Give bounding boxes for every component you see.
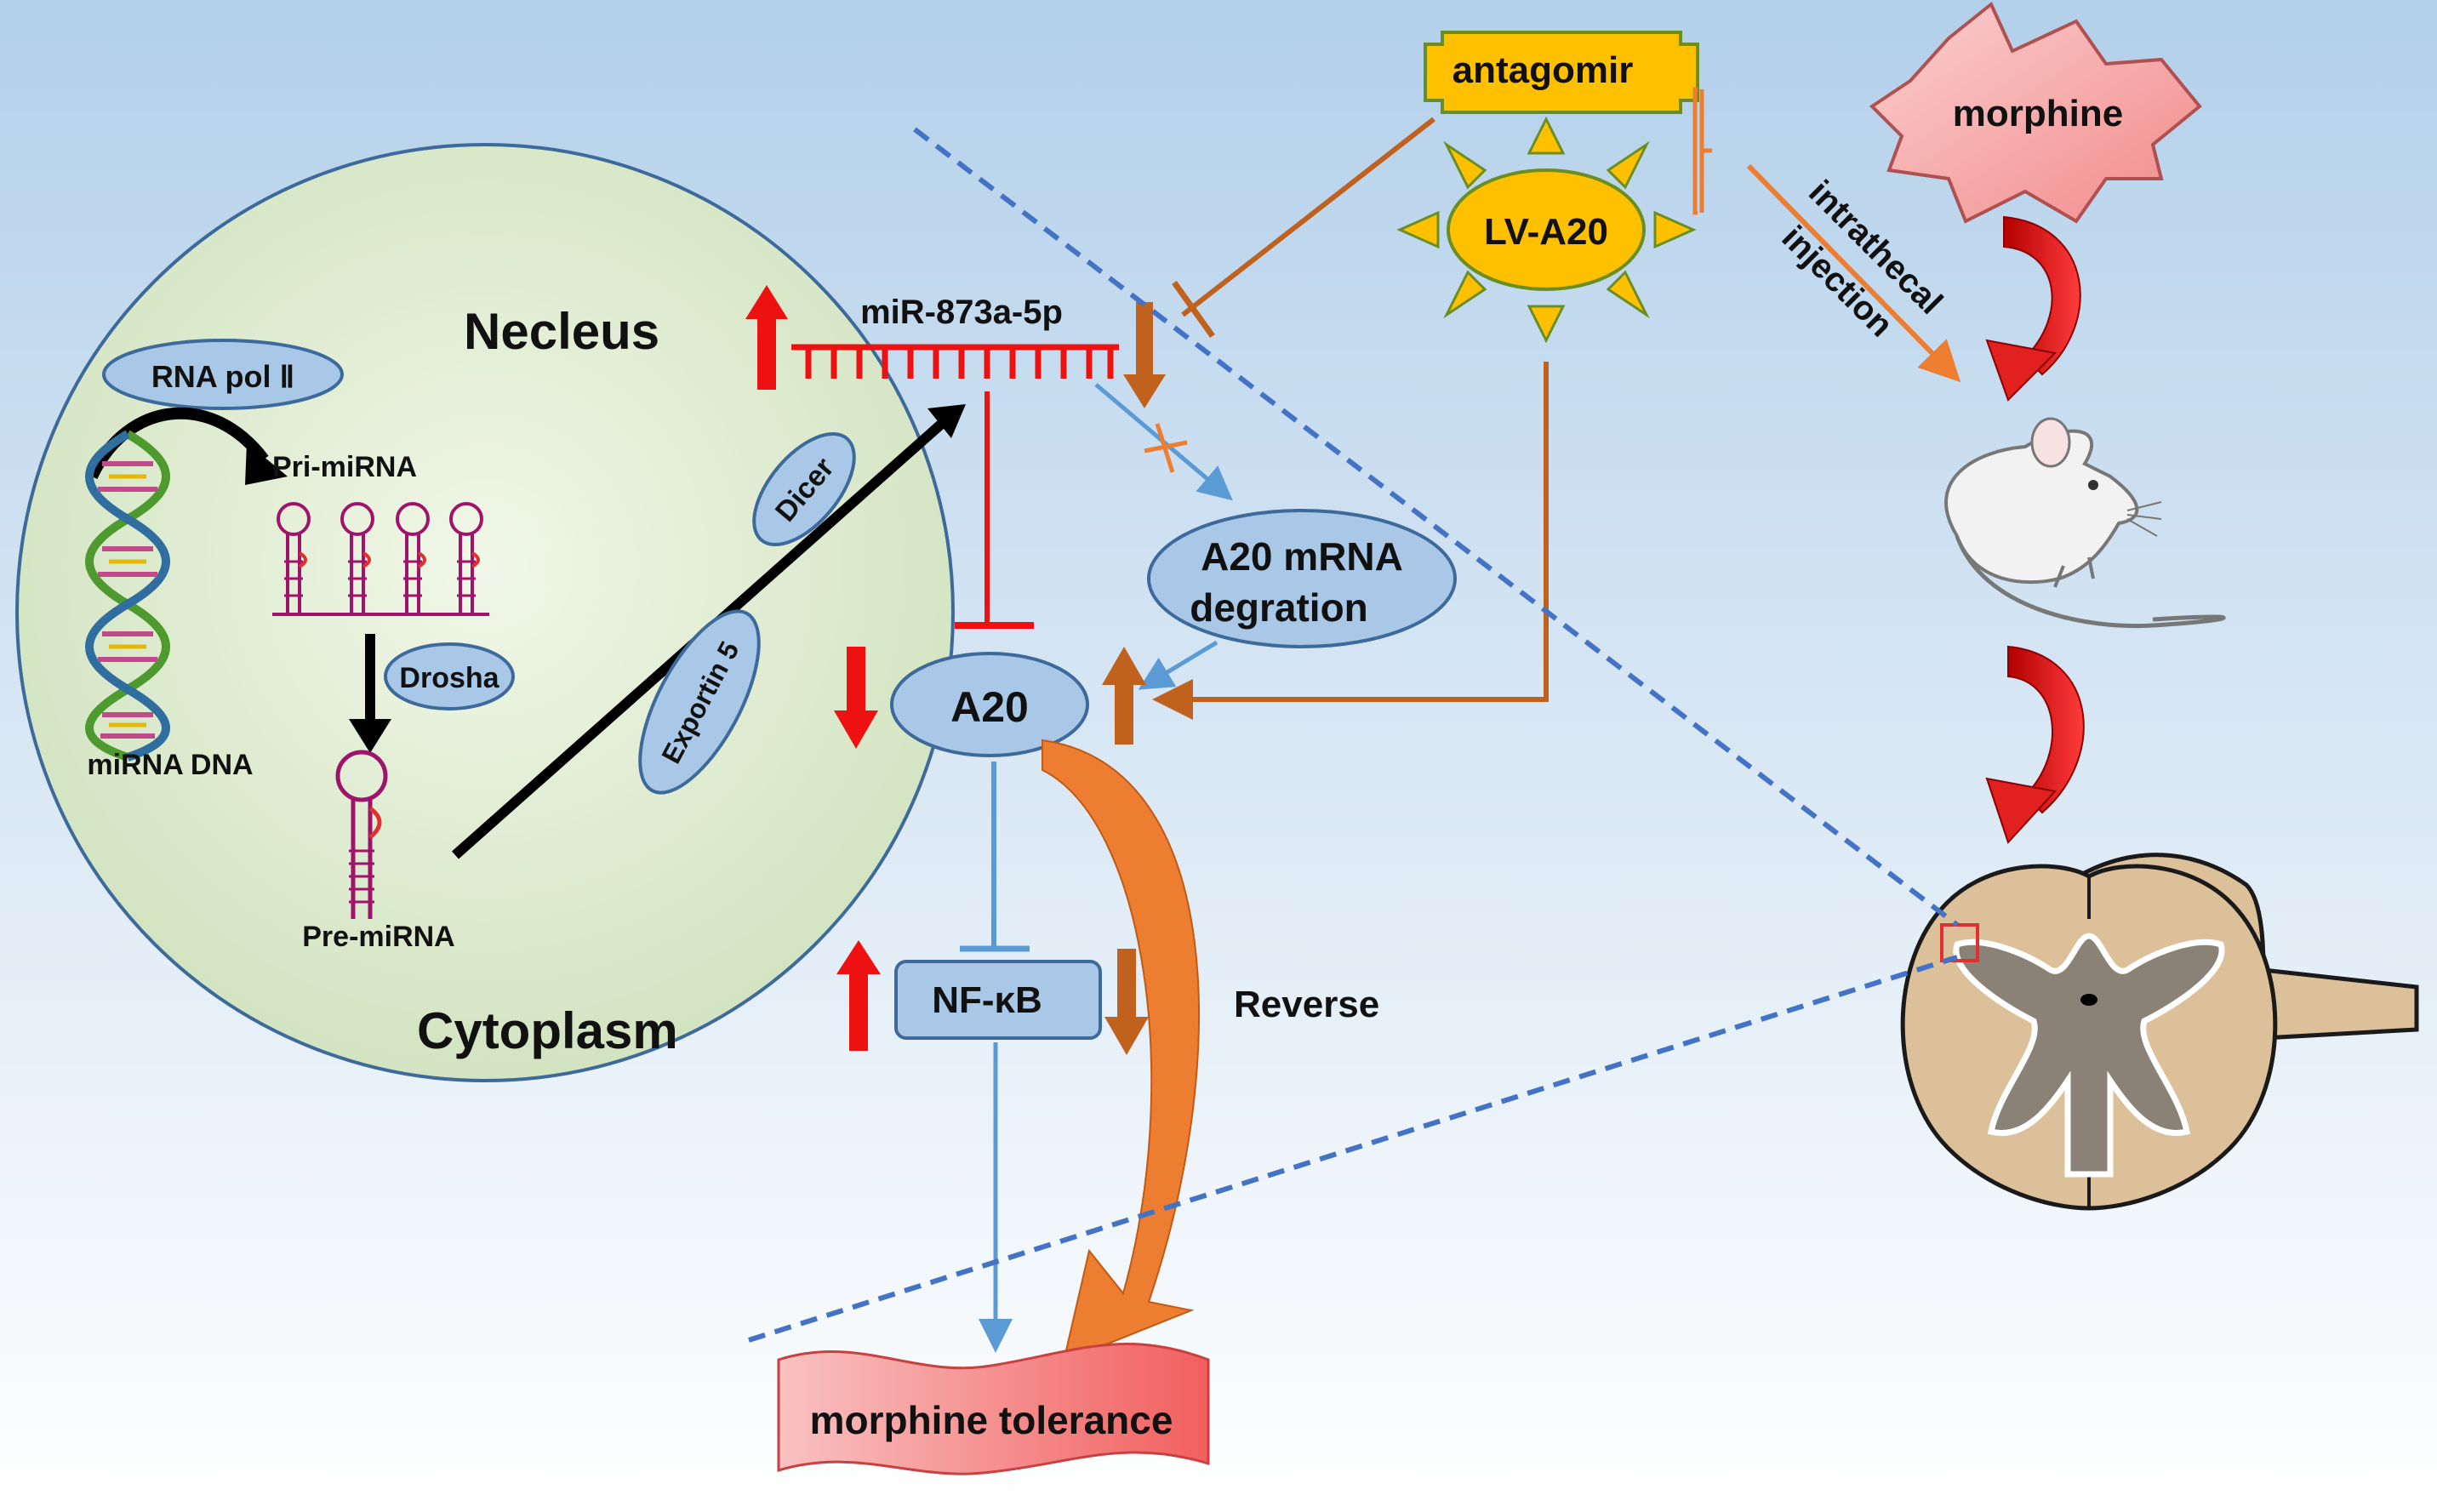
mir-strand-icon [791,344,1119,379]
lv-a20-label: LV-A20 [1484,211,1608,253]
a20-label: A20 [950,683,1029,731]
nucleus-label: Necleus [464,303,659,360]
pri-mirna-label: Pri-miRNA [272,451,417,483]
mir-up-arrow-icon [745,285,788,390]
nfkb-label: NF-κB [932,979,1042,1021]
a20-ellipse [890,652,1089,757]
dicer-ellipse: Dicer [752,431,856,547]
pri-mirna-hairpins-icon [272,502,489,616]
drosha-arrow-head [349,719,391,753]
nucleus: Necleus RNA pol Ⅱ [15,143,955,1082]
block-cross-icon [1144,423,1188,473]
morphine-to-mouse-arrow [1985,215,2081,402]
a20-mrna-label-line1: A20 mRNA [1201,534,1403,579]
region-marker [1940,923,1979,962]
pre-mirna-hairpin-icon [335,750,388,919]
antagomir-inhibit-line [1181,117,1435,317]
a20-down-arrow-icon [834,647,878,749]
zoom-dashed-line-top [913,127,1959,927]
a20-up-arrow-icon [1102,647,1146,745]
antagomir-lv-bracket [1692,87,1698,215]
nfkb-down-arrow-icon [1104,949,1149,1055]
dna-helix-icon [85,430,170,762]
mouse-to-cord-arrow [1985,645,2085,844]
cytoplasm-label: Cytoplasm [417,1002,678,1059]
antagomir-inhibit-bar [1172,280,1215,339]
antagomir-label: antagomir [1452,49,1634,91]
lv-a20-sun-icon [1396,116,1697,344]
nfkb-up-arrow-icon [836,940,881,1051]
lv-a20-to-a20-arrow [1152,362,1549,720]
antagomir-badge: antagomir [1424,31,1699,114]
drosha-label: Drosha [399,662,499,694]
reverse-label: Reverse [1234,984,1379,1025]
morphine-star [1869,1,2202,224]
tolerance-label: morphine tolerance [810,1398,1173,1442]
a20-mrna-ellipse [1147,509,1457,648]
pre-mirna-label: Pre-miRNA [302,921,454,953]
rna-pol-ellipse [102,339,344,410]
mir-down-arrow-icon [1123,302,1166,408]
spinal-cord-icon [1900,853,2419,1211]
reverse-arrow [1042,739,1200,1363]
transcription-arrow-head [245,442,288,485]
rna-pol-label: RNA pol Ⅱ [151,359,294,394]
a20-mrna-label-line2: degration [1190,585,1368,630]
mouse-icon [1944,417,2226,629]
mir-label: miR-873a-5p [860,294,1063,331]
mirna-dna-label: miRNA DNA [87,749,253,781]
injection-arrow [1746,163,1961,383]
tolerance-banner [777,1343,1210,1475]
nfkb-box [894,960,1102,1040]
drosha-ellipse [384,642,515,710]
morphine-label: morphine [1953,93,2123,134]
export-arrow-head [927,404,966,438]
zoom-dashed-line-bottom [748,955,1958,1343]
